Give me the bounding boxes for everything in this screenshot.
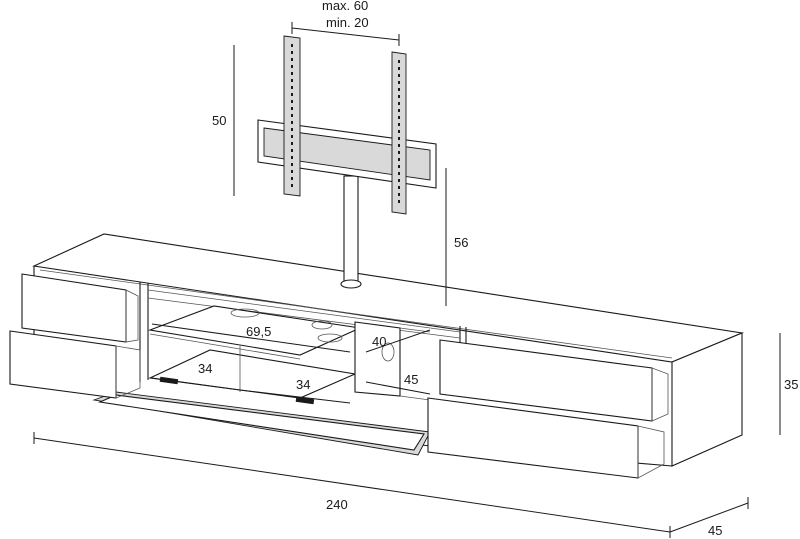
cable-hole <box>317 333 343 343</box>
label-inner-depth: 40 <box>372 334 386 349</box>
middle-compartment <box>147 305 431 401</box>
label-total-height: 35 <box>784 377 798 392</box>
tv-mount <box>257 35 437 289</box>
right-drawers <box>427 339 669 479</box>
cabinet-body <box>32 233 745 467</box>
dimension-lines <box>33 22 781 538</box>
label-right-bay: 34 <box>296 377 310 392</box>
label-total-depth: 45 <box>708 523 722 538</box>
dimension-labels: max. 60 min. 20 50 56 69,5 40 45 34 34 2… <box>198 0 798 538</box>
drawer-left-top <box>21 273 127 343</box>
label-bracket-height: 50 <box>212 113 226 128</box>
drawer-left-bottom <box>9 330 117 399</box>
cabinet-right-side <box>671 332 743 467</box>
mount-column <box>343 175 359 285</box>
left-drawers <box>9 273 141 399</box>
cable-hole <box>230 308 260 318</box>
label-divider-depth: 45 <box>404 372 418 387</box>
label-left-bay: 34 <box>198 361 212 376</box>
label-compartment-width: 69,5 <box>246 324 271 339</box>
label-mount-height: 56 <box>454 235 468 250</box>
label-bracket-min: min. 20 <box>326 15 369 30</box>
label-bracket-max: max. 60 <box>322 0 368 13</box>
label-total-width: 240 <box>326 497 348 512</box>
cable-hole <box>311 320 333 330</box>
